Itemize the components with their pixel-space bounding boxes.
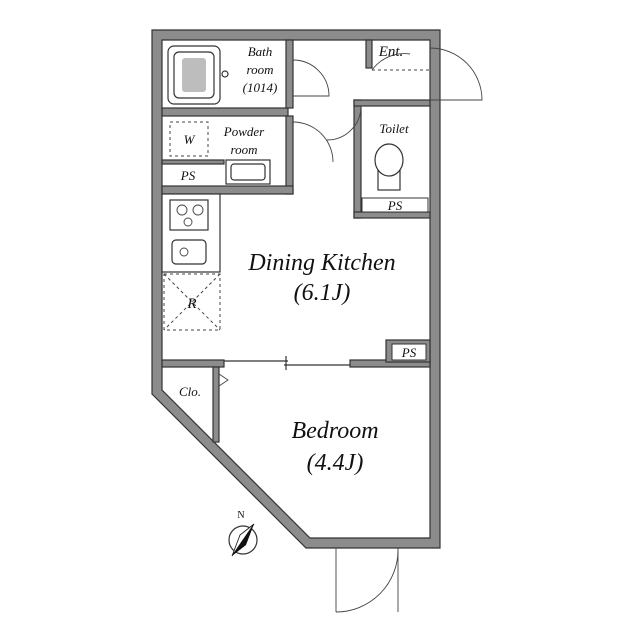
- kitchen-sink: [171, 239, 207, 265]
- bath-faucet: [221, 70, 229, 78]
- sink-basin: [230, 163, 266, 181]
- bath-label-3: (1014): [243, 80, 278, 95]
- ps-label-toilet: PS: [387, 198, 403, 213]
- toilet-ps-box: [361, 197, 429, 213]
- washer-label: W: [184, 132, 196, 147]
- toilet-door-swing: [326, 105, 362, 141]
- compass: N: [228, 510, 258, 557]
- wall-ent-divider: [365, 39, 373, 69]
- balcony-door: [335, 548, 399, 613]
- wall-toilet-top: [353, 99, 431, 107]
- wall-powder-bottom: [161, 185, 294, 195]
- burner-1: [176, 204, 188, 216]
- burner-2: [192, 204, 204, 216]
- kitchen-sink-drain: [179, 247, 189, 257]
- compass-needle-tail: [231, 523, 255, 557]
- bath-label-2: room: [247, 62, 274, 77]
- bedroom-size: (4.4J): [307, 450, 364, 476]
- powder-label-2: room: [231, 142, 258, 157]
- bath-drain-pattern: [182, 58, 206, 92]
- bath-door-swing: [292, 59, 330, 97]
- bedroom-name: Bedroom: [291, 418, 378, 444]
- entrance-door-swing: [429, 47, 483, 101]
- burner-3: [183, 217, 193, 227]
- closet-door: [218, 373, 229, 387]
- wall-closet-right: [212, 366, 220, 443]
- fridge-label: R: [186, 296, 196, 312]
- closet-label: Clo.: [179, 384, 201, 399]
- stove: [169, 199, 209, 231]
- wall-bath-right: [285, 39, 294, 109]
- ps-box-inner: [391, 343, 427, 361]
- toilet-label: Toilet: [379, 121, 409, 136]
- wall-toilet-left: [353, 99, 362, 219]
- fridge-space: [163, 273, 221, 331]
- outer-wall: [151, 29, 441, 549]
- wall-bath-bottom: [161, 107, 289, 117]
- entrance-door-inner: [371, 53, 411, 71]
- compass-north-label: N: [237, 510, 244, 521]
- dining-kitchen-size: (6.1J): [294, 280, 351, 306]
- fridge-cross: [163, 273, 221, 331]
- ps-label-dining: PS: [401, 345, 417, 360]
- entrance-label: Ent.: [378, 44, 404, 60]
- wall-powder-right: [285, 115, 294, 195]
- washer-space: [169, 121, 209, 157]
- wall-bedroom-top-left: [161, 359, 225, 368]
- ps-label-powder: PS: [180, 168, 196, 183]
- bath-label-1: Bath: [248, 44, 273, 59]
- wall-ps-divider: [161, 159, 225, 165]
- powder-label-1: Powder: [223, 124, 265, 139]
- toilet-bowl: [374, 143, 404, 177]
- dining-kitchen-name: Dining Kitchen: [247, 250, 395, 276]
- powder-door-swing: [292, 121, 334, 163]
